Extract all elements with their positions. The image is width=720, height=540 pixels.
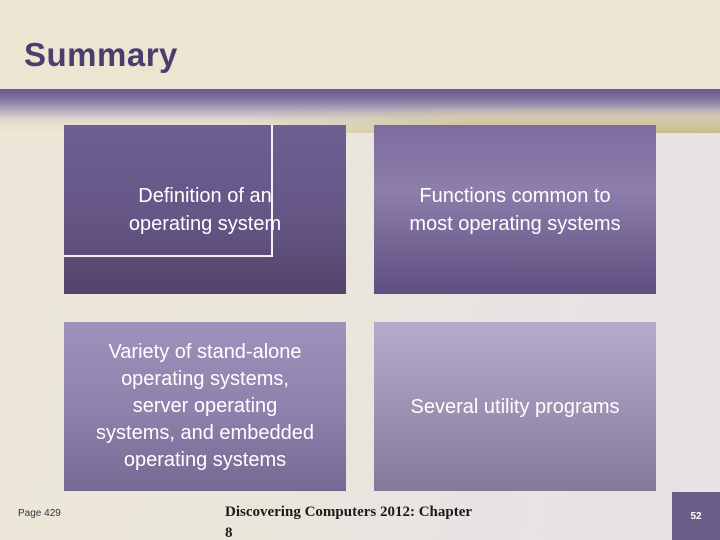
box-text-line: server operating (132, 395, 278, 417)
summary-box-variety: Variety of stand-alone operating systems… (64, 322, 346, 491)
box-text-line: Variety of stand-alone (108, 341, 302, 363)
box-text-line: Functions common to (419, 184, 611, 207)
summary-box-functions: Functions common to most operating syste… (374, 125, 656, 294)
box-frame-vertical-line (271, 125, 273, 257)
box-text-line: operating systems, (121, 368, 289, 390)
slide-number: 52 (690, 510, 702, 522)
summary-box-definition: Definition of an operating system (64, 125, 346, 294)
box-text-line: operating systems (123, 449, 287, 471)
footer-page-reference: Page 429 (18, 508, 61, 519)
box-text-line: systems, and embedded (96, 422, 314, 444)
box-text-line: operating system (128, 212, 282, 235)
footer-course-title: Discovering Computers 2012: Chapter 8 (225, 502, 555, 540)
box-frame-horizontal-line (64, 255, 273, 257)
slide-number-badge: 52 (672, 492, 720, 540)
box-text-line: Several utility programs (410, 395, 620, 418)
footer-course-line: 8 (225, 525, 233, 540)
box-text-line: Definition of an (138, 184, 272, 207)
box-text-line: most operating systems (409, 212, 621, 235)
summary-box-utilities: Several utility programs (374, 322, 656, 491)
slide-title: Summary (24, 36, 178, 73)
footer-course-line: Discovering Computers 2012: Chapter (225, 504, 473, 520)
